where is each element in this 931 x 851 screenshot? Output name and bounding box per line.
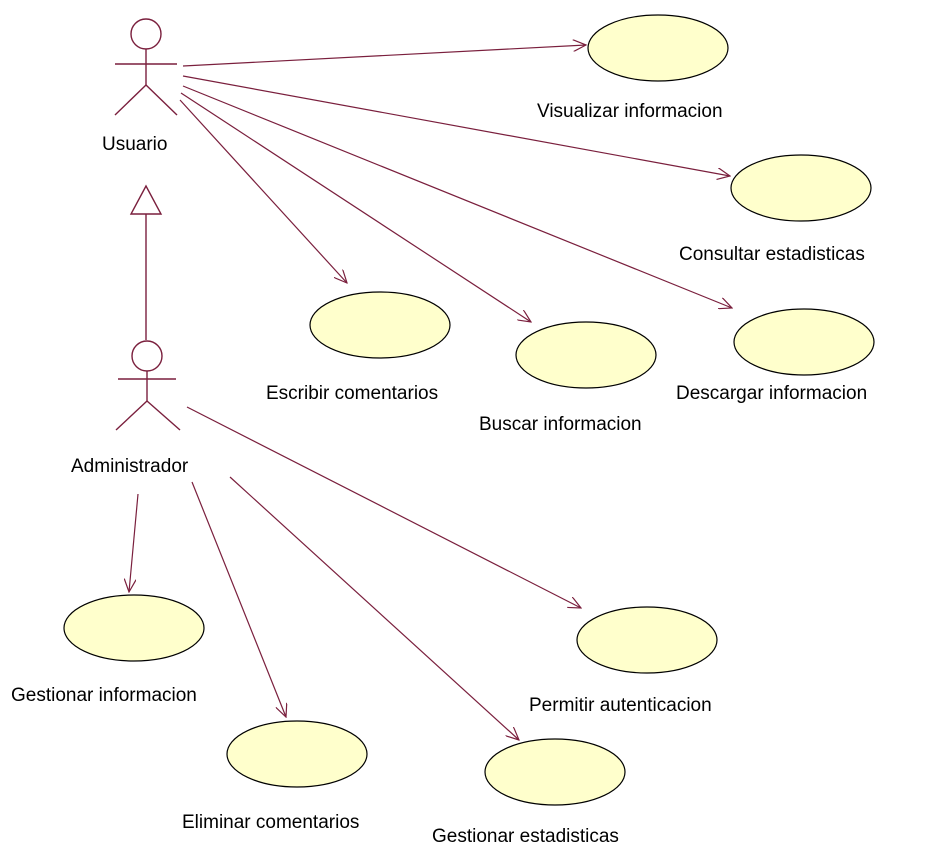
- actor-usuario-label: Usuario: [102, 134, 168, 155]
- use-case-permitir-label: Permitir autenticacion: [529, 695, 712, 716]
- use-case-descargar-ellipse[interactable]: [733, 308, 875, 376]
- use-cases: [63, 14, 875, 806]
- use-case-visualizar-label: Visualizar informacion: [537, 101, 723, 122]
- actor-usuario-head: [130, 18, 162, 50]
- use-case-permitir-ellipse[interactable]: [576, 606, 718, 674]
- assoc-usuario-consultar: [182, 75, 730, 176]
- actor-usuario-figure[interactable]: [114, 18, 178, 116]
- use-case-escribir-label: Escribir comentarios: [266, 383, 439, 404]
- use-case-gestionar-est-label: Gestionar estadisticas: [432, 826, 619, 847]
- use-case-eliminar-ellipse[interactable]: [226, 720, 368, 788]
- assoc-usuario-escribir: [179, 99, 347, 283]
- use-case-descargar-label: Descargar informacion: [676, 383, 868, 404]
- use-case-eliminar-label: Eliminar comentarios: [182, 812, 360, 833]
- assoc-usuario-visualizar: [182, 45, 586, 67]
- associations-administrador: [129, 406, 581, 740]
- associations-usuario: [179, 45, 732, 322]
- use-case-gestionar-info-label: Gestionar informacion: [11, 685, 197, 706]
- use-case-consultar-ellipse[interactable]: [730, 154, 872, 222]
- generalization-administrador-usuario: [129, 184, 163, 340]
- actor-administrador-figure[interactable]: [115, 340, 181, 431]
- assoc-admin-gestionar-est: [229, 476, 519, 740]
- use-case-gestionar-info-ellipse[interactable]: [63, 594, 205, 662]
- use-case-buscar-label: Buscar informacion: [479, 414, 642, 435]
- assoc-usuario-buscar: [180, 92, 531, 322]
- actor-administrador-head: [131, 340, 163, 372]
- actor-administrador-label: Administrador: [71, 456, 189, 477]
- assoc-admin-permitir: [186, 406, 581, 608]
- use-case-buscar-ellipse[interactable]: [515, 321, 657, 389]
- use-case-gestionar-est-ellipse[interactable]: [484, 738, 626, 806]
- use-case-visualizar-ellipse[interactable]: [587, 14, 729, 82]
- use-case-escribir-ellipse[interactable]: [309, 291, 451, 359]
- generalization-arrowhead: [129, 184, 163, 215]
- use-case-consultar-label: Consultar estadisticas: [679, 244, 865, 265]
- assoc-usuario-descargar: [182, 85, 732, 308]
- assoc-admin-gestionar-info: [129, 493, 139, 592]
- assoc-admin-eliminar: [191, 481, 286, 717]
